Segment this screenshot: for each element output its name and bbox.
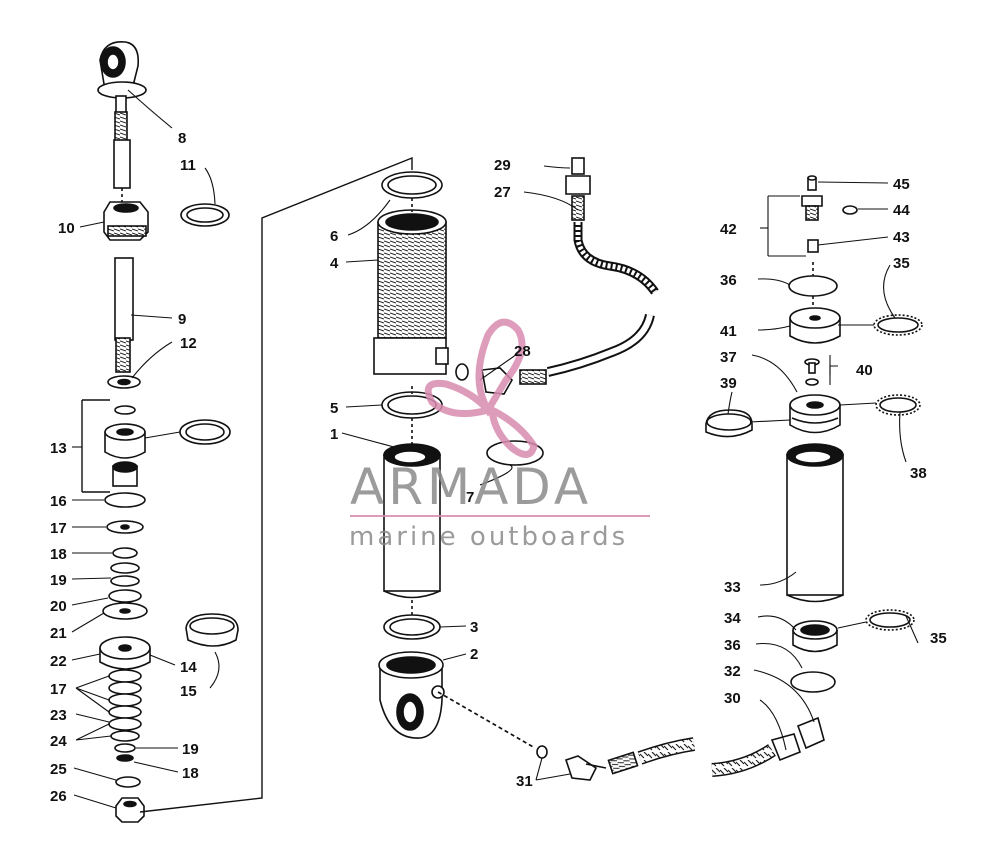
part-11-seal-ring [180, 203, 230, 227]
right-reservoir-assembly [705, 175, 923, 693]
callout-33: 33 [724, 579, 741, 596]
callout-23: 23 [50, 707, 67, 724]
callout-37: 37 [720, 349, 737, 366]
propeller-logo-icon [424, 318, 538, 458]
watermark-subtitle: marine outboards [349, 522, 628, 552]
callout-9: 9 [178, 311, 186, 328]
callout-30: 30 [724, 690, 741, 707]
callout-14: 14 [180, 659, 197, 676]
assembly-bracket [81, 156, 413, 813]
callout-18b: 18 [182, 765, 199, 782]
hose-fittings-bottom [437, 691, 825, 781]
callout-17b: 17 [50, 681, 67, 698]
callout-45: 45 [893, 176, 910, 193]
callout-10: 10 [58, 220, 75, 237]
callout-13: 13 [50, 440, 67, 457]
callout-1: 1 [330, 426, 338, 443]
callout-32: 32 [724, 663, 741, 680]
callout-leaders [71, 89, 919, 809]
callout-26: 26 [50, 788, 67, 805]
callout-8: 8 [178, 130, 186, 147]
callout-5: 5 [330, 400, 338, 417]
callout-2: 2 [470, 646, 478, 663]
callout-29: 29 [494, 157, 511, 174]
watermark-title: ARMADA [350, 458, 592, 516]
callout-16: 16 [50, 493, 67, 510]
callout-19b: 19 [182, 741, 199, 758]
callout-21: 21 [50, 625, 67, 642]
callout-31: 31 [516, 773, 533, 790]
callout-36a: 36 [720, 272, 737, 289]
callout-40: 40 [856, 362, 873, 379]
center-cylinder-assembly [373, 171, 544, 739]
watermark-logo: ARMADA marine outboards [349, 318, 650, 552]
callout-35b: 35 [930, 630, 947, 647]
callout-42: 42 [720, 221, 737, 238]
callout-6: 6 [330, 228, 338, 245]
callout-labels: 8 11 10 9 12 13 16 17 18 19 20 21 22 14 … [50, 130, 947, 805]
callout-11: 11 [180, 157, 196, 174]
callout-18a: 18 [50, 546, 67, 563]
callout-35a: 35 [893, 255, 910, 272]
left-shaft-assembly [97, 41, 239, 823]
callout-3: 3 [470, 619, 478, 636]
callout-38: 38 [910, 465, 927, 482]
hose-fittings-top [455, 157, 659, 395]
eye-mount [97, 41, 147, 117]
callout-12: 12 [180, 335, 197, 352]
callout-41: 41 [720, 323, 737, 340]
callout-44: 44 [893, 202, 910, 219]
callout-22: 22 [50, 653, 67, 670]
callout-25: 25 [50, 761, 67, 778]
callout-17a: 17 [50, 520, 67, 537]
callout-36b: 36 [724, 637, 741, 654]
callout-20: 20 [50, 598, 67, 615]
callout-24: 24 [50, 733, 67, 750]
callout-34: 34 [724, 610, 741, 627]
callout-27: 27 [494, 184, 511, 201]
callout-15: 15 [180, 683, 197, 700]
callout-28: 28 [514, 343, 531, 360]
callout-4: 4 [330, 255, 339, 272]
callout-7: 7 [466, 489, 474, 506]
callout-43: 43 [893, 229, 910, 246]
callout-19a: 19 [50, 572, 67, 589]
callout-39: 39 [720, 375, 737, 392]
part-10-nut [103, 201, 149, 241]
